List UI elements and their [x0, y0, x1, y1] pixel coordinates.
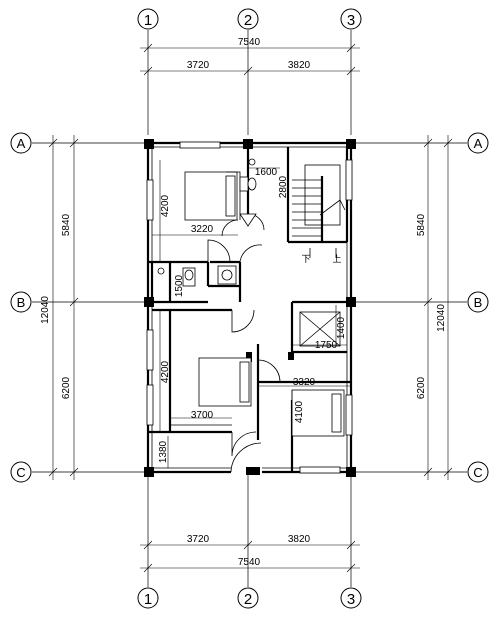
grid-bubble-left-a: A: [10, 132, 32, 154]
grid-bubble-top-3: 3: [340, 8, 362, 30]
dimension-chain-left: 12040 5840 6200: [40, 135, 79, 480]
shaft: [299, 311, 341, 347]
stair: 下 上: [292, 164, 346, 264]
dim-4100: 4100: [294, 400, 305, 423]
grid-bubble-bottom-3: 3: [340, 587, 362, 609]
dim-top-bay-2: 3820: [288, 60, 311, 71]
grid-bubble-top-1: 1: [137, 8, 159, 30]
grid-bubble-right-c: C: [467, 461, 489, 483]
svg-text:B: B: [17, 295, 26, 310]
dim-1400: 1400: [336, 316, 347, 339]
svg-text:C: C: [16, 465, 25, 480]
svg-text:A: A: [17, 136, 26, 151]
stair-down-label: 下: [301, 254, 310, 264]
svg-text:2: 2: [244, 12, 252, 29]
svg-text:C: C: [473, 465, 482, 480]
dim-right-total: 12040: [436, 304, 447, 332]
windows: [146, 141, 353, 474]
dim-bottom-bay-1: 3720: [187, 534, 210, 545]
dim-right-upper: 5840: [416, 213, 427, 236]
room-dimension-lines: [152, 150, 351, 470]
dim-4200-lower: 4200: [160, 360, 171, 383]
dim-right-lower: 6200: [416, 376, 427, 399]
grid-lines: [32, 30, 467, 587]
dim-left-total: 12040: [40, 296, 51, 324]
grid-bubble-left-b: B: [10, 291, 32, 313]
grid-bubble-right-a: A: [467, 132, 489, 154]
dimension-chain-top: 7540 3720 3820: [140, 37, 360, 76]
doors: [207, 213, 281, 473]
dim-top-bay-1: 3720: [187, 60, 210, 71]
svg-text:3: 3: [347, 591, 355, 608]
grid-bubble-left-c: C: [10, 461, 32, 483]
dim-bottom-bay-2: 3820: [288, 534, 311, 545]
grid-bubble-bottom-2: 2: [237, 587, 259, 609]
furniture: [157, 158, 345, 437]
dim-bottom-total: 7540: [238, 557, 261, 568]
structural-columns: [144, 139, 356, 477]
svg-text:1: 1: [144, 12, 152, 29]
svg-text:3: 3: [347, 12, 355, 29]
dim-2800: 2800: [278, 175, 289, 198]
grid-bubble-right-b: B: [467, 291, 489, 313]
dim-left-lower: 6200: [61, 376, 72, 399]
dim-1600: 1600: [255, 167, 278, 178]
dimension-chain-right: 5840 6200 12040: [416, 135, 453, 480]
svg-text:2: 2: [244, 591, 252, 608]
dim-3320: 3320: [293, 377, 316, 388]
svg-text:B: B: [474, 295, 483, 310]
svg-text:1: 1: [144, 591, 152, 608]
dim-left-upper: 5840: [61, 213, 72, 236]
dim-1750: 1750: [315, 340, 338, 351]
grid-bubble-bottom-1: 1: [137, 587, 159, 609]
dim-1380: 1380: [158, 440, 169, 463]
dim-3700: 3700: [191, 410, 214, 421]
svg-text:A: A: [474, 136, 483, 151]
room-dimension-labels: 1600 2800 4200 3220 1500 1400 1750 4200 …: [158, 167, 347, 463]
dim-1500: 1500: [174, 274, 185, 297]
grid-bubble-top-2: 2: [237, 8, 259, 30]
dim-top-total: 7540: [238, 37, 261, 48]
dimension-chain-bottom: 3720 3820 7540: [140, 534, 360, 573]
stair-up-label: 上: [332, 254, 341, 264]
dim-4200-upper: 4200: [160, 194, 171, 217]
dim-3220: 3220: [191, 224, 214, 235]
